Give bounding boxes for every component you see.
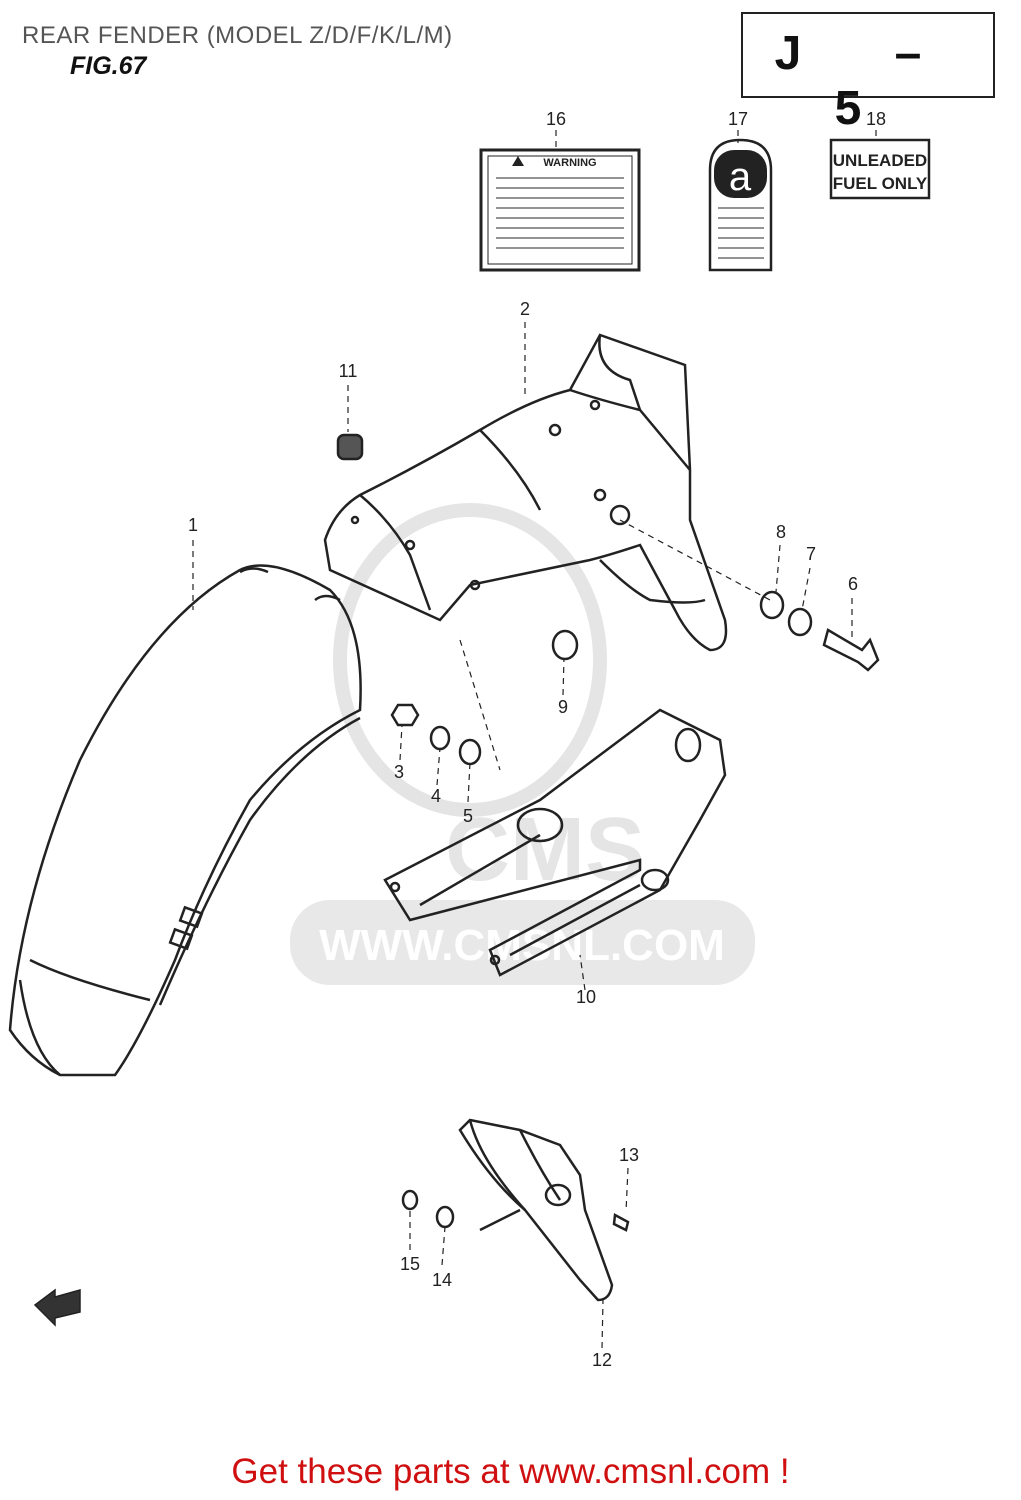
callout-6: 6 — [848, 574, 858, 594]
callout-3: 3 — [394, 762, 404, 782]
fender-bracket — [383, 708, 727, 977]
callout-13: 13 — [619, 1145, 639, 1165]
callout-9: 9 — [558, 697, 568, 717]
warning-decal-title: WARNING — [543, 157, 596, 169]
callout-5: 5 — [463, 806, 473, 826]
fasteners — [336, 433, 880, 1232]
callout-7: 7 — [806, 544, 816, 564]
footer-link[interactable]: Get these parts at www.cmsnl.com ! — [231, 1452, 790, 1491]
rear-fender — [8, 564, 362, 1077]
section-code-box: J – 5 — [741, 12, 995, 135]
callout-2: 2 — [520, 299, 530, 319]
callout-11: 11 — [339, 361, 358, 381]
a-decal-letter: a — [729, 155, 752, 199]
callout-16: 16 — [546, 109, 566, 129]
callout-12: 12 — [592, 1350, 612, 1370]
unleaded-line1: UNLEADED — [833, 151, 927, 170]
section-code: J – 5 — [774, 27, 962, 135]
watermark-text: WWW.CMSNL.COM — [319, 921, 725, 970]
callout-14: 14 — [432, 1270, 452, 1290]
watermark-logo: CMS — [445, 800, 645, 900]
header-title: REAR FENDER (MODEL Z/D/F/K/L/M) — [22, 22, 453, 49]
callout-15: 15 — [400, 1254, 420, 1274]
forward-arrow-icon — [33, 1288, 81, 1327]
a-decal: a — [708, 138, 773, 272]
unleaded-line2: FUEL ONLY — [833, 174, 928, 193]
watermark: CMS WWW.CMSNL.COM — [290, 503, 755, 985]
figure-label: FIG.67 — [70, 52, 147, 80]
callout-1: 1 — [188, 515, 198, 535]
tail-cover — [323, 333, 728, 652]
warning-decal: WARNING — [479, 148, 641, 272]
callout-10: 10 — [576, 987, 596, 1007]
callout-8: 8 — [776, 522, 786, 542]
lower-bracket — [458, 1118, 614, 1302]
callout-18: 18 — [866, 109, 886, 129]
callout-4: 4 — [431, 786, 441, 806]
unleaded-fuel-decal: UNLEADED FUEL ONLY — [829, 138, 931, 200]
leader-lines — [192, 130, 877, 1349]
grommet-11 — [336, 433, 364, 461]
callout-numbers: 1 2 3 4 5 6 7 8 9 10 11 12 13 14 15 16 1… — [188, 109, 886, 1370]
callout-17: 17 — [728, 109, 748, 129]
